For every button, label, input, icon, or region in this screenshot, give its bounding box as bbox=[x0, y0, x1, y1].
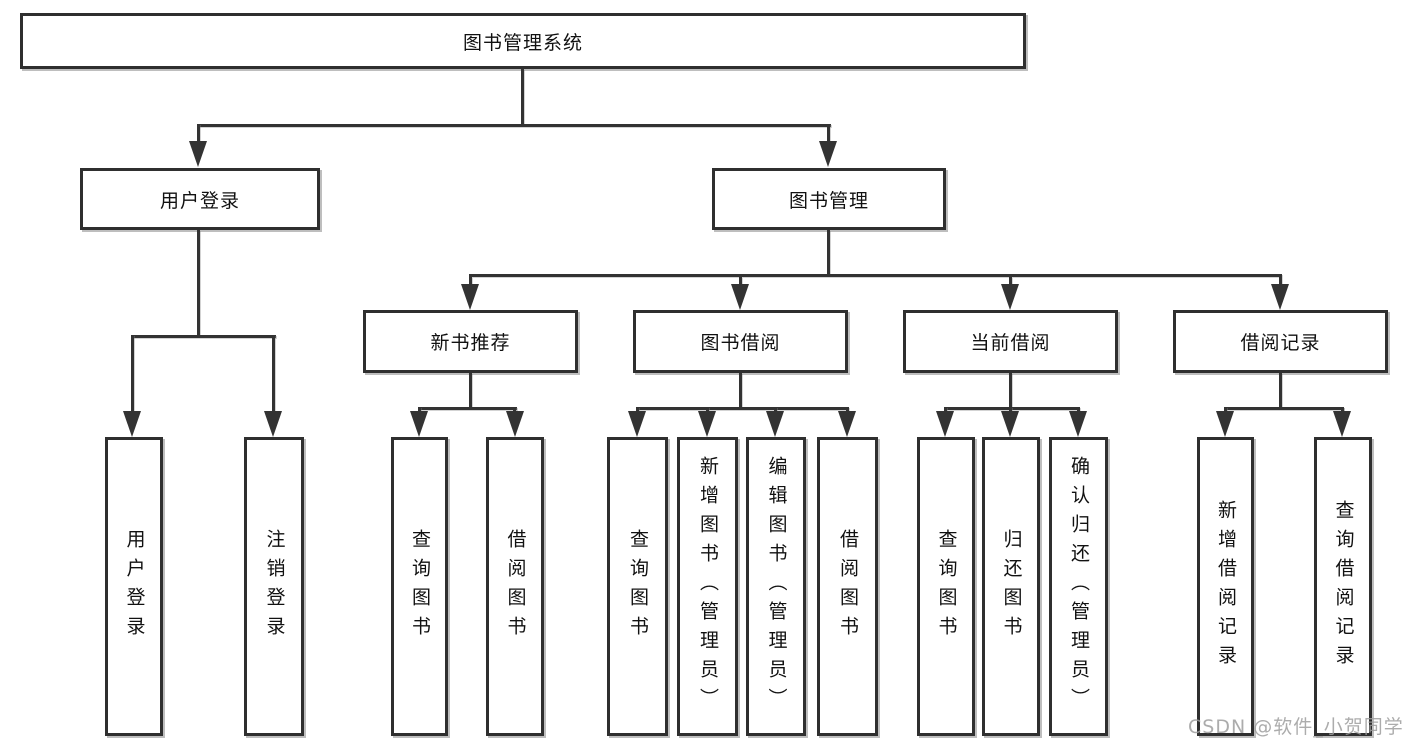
connector-g3-drop1 bbox=[944, 407, 947, 413]
node-label: 查询图书 bbox=[935, 528, 958, 645]
connector-g3-trunk bbox=[1009, 373, 1012, 407]
arrow-down-icon bbox=[506, 411, 524, 437]
leaf-g2-edit-books-admin: 编辑图书（管理员） bbox=[746, 437, 806, 736]
connector-level3-horizontal bbox=[469, 274, 1282, 277]
connector-level2-horizontal bbox=[197, 124, 831, 127]
arrow-down-icon bbox=[628, 411, 646, 437]
leaf-user-login: 用户登录 bbox=[105, 437, 163, 736]
node-label: 用户登录 bbox=[159, 189, 240, 212]
leaf-g3-return-books: 归还图书 bbox=[982, 437, 1040, 736]
connector-g4-drop1 bbox=[1224, 407, 1227, 413]
connector-g2-drop3 bbox=[774, 407, 777, 413]
node-label: 借阅图书 bbox=[837, 528, 859, 645]
connector-user-login-trunk bbox=[197, 230, 200, 335]
node-label: 编辑图书（管理员） bbox=[765, 456, 788, 717]
arrow-down-icon bbox=[123, 411, 141, 437]
arrow-down-icon bbox=[1216, 411, 1234, 437]
connector-drop-book-borrow bbox=[739, 277, 742, 285]
arrow-down-icon bbox=[189, 141, 207, 167]
leaf-g3-confirm-return-admin: 确认归还（管理员） bbox=[1049, 437, 1108, 736]
connector-g2-drop2 bbox=[706, 407, 709, 413]
connector-g1-drop1 bbox=[418, 407, 421, 413]
node-borrow-records: 借阅记录 bbox=[1173, 310, 1388, 373]
connector-g4-trunk bbox=[1279, 373, 1282, 407]
leaf-g1-query-books: 查询图书 bbox=[391, 437, 448, 736]
connector-g4-horizontal bbox=[1224, 407, 1344, 410]
node-book-management: 图书管理 bbox=[712, 168, 946, 230]
arrow-down-icon bbox=[731, 284, 749, 310]
arrow-down-icon bbox=[819, 141, 837, 167]
arrow-down-icon bbox=[1069, 411, 1087, 437]
connector-drop-leaf-logout bbox=[272, 335, 275, 412]
node-root-library-system: 图书管理系统 bbox=[20, 13, 1026, 69]
connector-root-trunk bbox=[521, 69, 524, 124]
connector-g1-horizontal bbox=[418, 407, 517, 410]
arrow-down-icon bbox=[1333, 411, 1351, 437]
node-user-login: 用户登录 bbox=[80, 168, 320, 230]
node-label: 确认归还（管理员） bbox=[1068, 456, 1090, 717]
connector-drop-new-book bbox=[469, 277, 472, 285]
leaf-g2-query-books: 查询图书 bbox=[607, 437, 668, 736]
connector-g3-drop3 bbox=[1077, 407, 1080, 413]
connector-g4-drop2 bbox=[1341, 407, 1344, 413]
leaf-g1-borrow-books: 借阅图书 bbox=[486, 437, 544, 736]
node-label: 图书管理系统 bbox=[462, 31, 583, 54]
connector-g1-trunk bbox=[469, 373, 472, 407]
leaf-g2-add-books-admin: 新增图书（管理员） bbox=[677, 437, 738, 736]
connector-user-login-horizontal bbox=[131, 335, 276, 338]
node-label: 查询图书 bbox=[627, 528, 649, 645]
connector-g2-drop1 bbox=[636, 407, 639, 413]
connector-drop-user-login bbox=[197, 124, 200, 142]
connector-drop-leaf-login bbox=[131, 335, 134, 412]
arrow-down-icon bbox=[1271, 284, 1289, 310]
arrow-down-icon bbox=[698, 411, 716, 437]
arrow-down-icon bbox=[1001, 411, 1019, 437]
node-current-borrow: 当前借阅 bbox=[903, 310, 1118, 373]
watermark-csdn: CSDN @软件_小贺同学 bbox=[1188, 716, 1404, 738]
arrow-down-icon bbox=[1001, 284, 1019, 310]
connector-g2-drop4 bbox=[846, 407, 849, 413]
node-label: 归还图书 bbox=[1000, 528, 1023, 645]
arrow-down-icon bbox=[410, 411, 428, 437]
arrow-down-icon bbox=[838, 411, 856, 437]
node-label: 图书管理 bbox=[788, 189, 869, 212]
node-label: 用户登录 bbox=[123, 528, 146, 645]
node-new-book-recommend: 新书推荐 bbox=[363, 310, 578, 373]
arrow-down-icon bbox=[264, 411, 282, 437]
arrow-down-icon bbox=[936, 411, 954, 437]
node-label: 查询图书 bbox=[409, 528, 431, 645]
connector-g1-drop2 bbox=[513, 407, 516, 413]
leaf-g4-add-borrow-record: 新增借阅记录 bbox=[1197, 437, 1254, 736]
node-label: 新增图书（管理员） bbox=[697, 456, 719, 717]
node-book-borrow: 图书借阅 bbox=[633, 310, 848, 373]
connector-drop-borrow-records bbox=[1279, 277, 1282, 285]
connector-book-mgmt-trunk bbox=[827, 230, 830, 274]
node-label: 借阅记录 bbox=[1240, 332, 1321, 354]
leaf-g2-borrow-books: 借阅图书 bbox=[817, 437, 878, 736]
leaf-g3-query-books: 查询图书 bbox=[917, 437, 975, 736]
node-label: 图书借阅 bbox=[700, 332, 781, 354]
node-label: 当前借阅 bbox=[970, 332, 1051, 354]
node-label: 查询借阅记录 bbox=[1332, 499, 1355, 674]
node-label: 新增借阅记录 bbox=[1215, 499, 1237, 674]
connector-drop-book-mgmt bbox=[827, 124, 830, 142]
arrow-down-icon bbox=[461, 284, 479, 310]
connector-g3-drop2 bbox=[1009, 407, 1012, 413]
connector-drop-current-borrow bbox=[1009, 277, 1012, 285]
connector-g2-horizontal bbox=[636, 407, 848, 410]
connector-g2-trunk bbox=[739, 373, 742, 407]
leaf-g4-query-borrow-record: 查询借阅记录 bbox=[1314, 437, 1372, 736]
node-label: 新书推荐 bbox=[430, 332, 511, 354]
node-label: 借阅图书 bbox=[504, 528, 527, 645]
leaf-logout: 注销登录 bbox=[244, 437, 304, 736]
node-label: 注销登录 bbox=[263, 528, 286, 645]
arrow-down-icon bbox=[766, 411, 784, 437]
